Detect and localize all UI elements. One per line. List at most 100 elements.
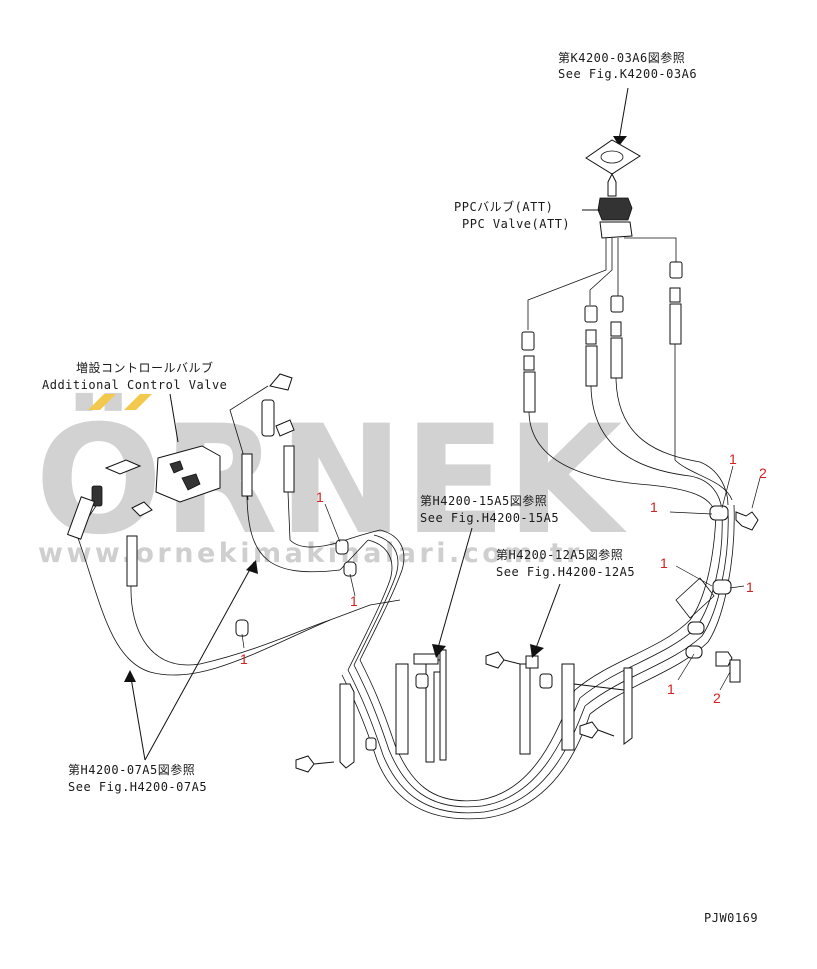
drawing-number: PJW0169: [704, 911, 758, 925]
ppc-hose-b: [589, 238, 613, 305]
left-hose-3: [287, 491, 341, 548]
bolt-r1: [735, 511, 759, 531]
text-labels: 第K4200-03A6図参照 See Fig.K4200-03A6 PPCバルブ…: [42, 50, 758, 925]
bolt-c2-shank: [313, 761, 335, 765]
bundle-right-3: [584, 509, 729, 707]
callout-leader-8: [675, 565, 713, 587]
hose-end-a: [523, 371, 536, 413]
bundle-bottom-4: [376, 713, 591, 820]
nut-right: [539, 673, 553, 689]
bracket-12a5: [519, 663, 531, 755]
watermark-umlaut-left: [88, 394, 116, 410]
callout-leader-10: [719, 671, 731, 691]
acv-label-en: Additional Control Valve: [42, 378, 227, 392]
callout-6: 1: [746, 579, 754, 595]
acv-fitting-left: [91, 485, 103, 507]
h07-ref-en: See Fig.H4200-07A5: [68, 780, 207, 794]
acv-label-jp: 増設コントロールバルブ: [76, 360, 214, 375]
nut-center: [415, 673, 429, 689]
bracket-15a5-side: [439, 649, 447, 761]
fitting-c1: [610, 295, 624, 313]
h07-ref-jp: 第H4200-07A5図参照: [68, 762, 195, 777]
acv-body: [155, 445, 221, 503]
fitting-a2: [523, 355, 535, 371]
clamp-plate-left: [395, 663, 409, 755]
callout-leader-3: [349, 573, 356, 597]
ppc-valve-en: PPC Valve(ATT): [462, 217, 570, 231]
hose-b-run: [590, 385, 723, 511]
h07-arrowhead-1: [124, 670, 136, 682]
additional-control-valve: [66, 373, 295, 587]
clamp-r1: [709, 505, 729, 521]
left-hose-1: [77, 537, 331, 676]
callout-leader-2: [324, 503, 341, 543]
clamp-l3: [343, 561, 357, 577]
callout-leader-1: [241, 633, 245, 649]
left-hose-5: [329, 599, 401, 621]
hose-c-run: [615, 377, 729, 506]
h07-leader-1: [129, 671, 146, 761]
ppc-hose-d: [624, 237, 677, 262]
callout-5: 1: [729, 451, 737, 467]
hose-end-d: [669, 303, 682, 345]
ppc-gasket-plate: [585, 139, 641, 175]
acv-elbow-left: [104, 459, 142, 475]
bundle-bottom-1: [394, 689, 576, 802]
h12-ref-jp: 第H4200-12A5図参照: [496, 547, 623, 562]
bundle-up-2: [353, 534, 399, 666]
acv-leader: [169, 393, 179, 443]
callout-1: 1: [240, 651, 248, 667]
ppc-ref-leader: [618, 87, 629, 141]
center-brackets: [295, 649, 633, 773]
callout-8: 1: [667, 681, 675, 697]
h12-leader: [535, 583, 561, 649]
ppc-ref-jp: 第K4200-03A6図参照: [558, 50, 685, 65]
callout-leader-5: [721, 465, 734, 509]
bolt-c3-shank: [597, 729, 615, 737]
clamp-r3: [687, 621, 705, 635]
bracket-far-right-leader: [573, 683, 625, 691]
callout-7: 1: [660, 555, 668, 571]
bolt-r2-shank: [729, 659, 741, 683]
watermark: ÖRNEK www.ornekimakinalari.com.tr: [35, 392, 627, 569]
left-hose-4: [246, 495, 341, 573]
ppc-valve-lower: [599, 221, 633, 239]
bundle-left-1: [359, 659, 396, 746]
fitting-b2: [585, 329, 597, 345]
h12-arrowhead: [530, 644, 544, 658]
callout-9: 2: [759, 465, 767, 481]
clamp-r4: [685, 645, 703, 659]
h15-leader: [437, 527, 473, 649]
fitting-top-2: [261, 399, 275, 437]
h15-ref-en: See Fig.H4200-15A5: [420, 511, 559, 525]
callout-leader-6: [751, 477, 761, 509]
clamp-r2: [712, 579, 732, 595]
ppc-ref-en: See Fig.K4200-03A6: [558, 67, 697, 81]
acv-port-2: [169, 460, 184, 474]
hose-a-run: [528, 411, 717, 516]
bundle-up-3: [347, 539, 393, 671]
leaders: [124, 527, 561, 761]
ppc-hose-a: [527, 238, 607, 330]
clamp-l1: [235, 619, 249, 637]
h07-leader-2: [144, 561, 255, 761]
bracket-left: [339, 683, 355, 769]
ppc-valve-body: [597, 197, 633, 221]
ppc-lever-stem: [607, 172, 617, 197]
ppc-hose-fittings: [521, 261, 683, 413]
bundle-left-3: [347, 669, 384, 756]
fitting-d2: [669, 287, 681, 303]
right-clamps: [675, 505, 759, 683]
bolt-c3: [579, 721, 599, 739]
bundle-left-2: [353, 664, 390, 751]
clamp-l2: [335, 539, 349, 555]
ppc-valve-jp: PPCバルブ(ATT): [454, 199, 553, 214]
bracket-15a5-tab: [413, 653, 439, 665]
h12-ref-en: See Fig.H4200-12A5: [496, 565, 635, 579]
clamp-plate-right: [561, 663, 575, 751]
bundle-bottom-3: [382, 705, 586, 814]
support-bracket-r: [675, 577, 715, 619]
callout-10: 2: [713, 690, 721, 706]
